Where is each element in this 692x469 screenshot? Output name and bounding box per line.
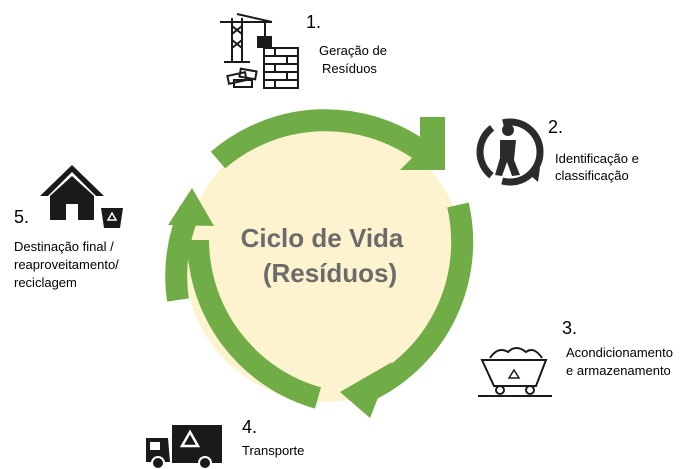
- recycling-truck-icon: [146, 425, 222, 469]
- step-5-label-line1: Destinação final /: [14, 239, 114, 254]
- step-1-label-line2: Resíduos: [322, 61, 377, 76]
- cycle-arrow-bottom: [187, 239, 322, 409]
- step-1-number: 1.: [306, 12, 322, 32]
- step-2-number: 2.: [548, 117, 564, 137]
- arrowhead-left-top: [168, 188, 214, 226]
- recycling-cart-icon: [478, 347, 552, 397]
- arrowhead-top-right: [400, 117, 445, 170]
- house-recycle-bin-icon: [40, 165, 123, 228]
- step-5-label-line3: reciclagem: [14, 275, 77, 290]
- step-1-label-line1: Geração de: [319, 43, 387, 58]
- step-5-label-line2: reaproveitamento/: [14, 257, 119, 272]
- center-circle: [185, 122, 465, 402]
- arrowhead-bottom-right: [340, 362, 392, 418]
- cycle-arrow-top: [210, 109, 427, 169]
- recycling-person-icon: [476, 118, 544, 186]
- step-5-number: 5.: [14, 207, 30, 227]
- cycle-arrow-right: [365, 202, 474, 400]
- step-4-number: 4.: [242, 417, 258, 437]
- step-2-label-line2: classificação: [555, 168, 629, 183]
- step-3-label-line2: e armazenamento: [566, 363, 671, 378]
- center-title-line1: Ciclo de Vida: [241, 223, 404, 253]
- step-3-label-line1: Acondicionamento: [566, 345, 673, 360]
- step-4-label-line1: Transporte: [242, 443, 305, 458]
- step-3-number: 3.: [562, 318, 578, 338]
- construction-crane-bricks-icon: [220, 13, 299, 89]
- step-2-label-line1: Identificação e: [555, 151, 639, 166]
- center-title-line2: (Resíduos): [263, 258, 397, 288]
